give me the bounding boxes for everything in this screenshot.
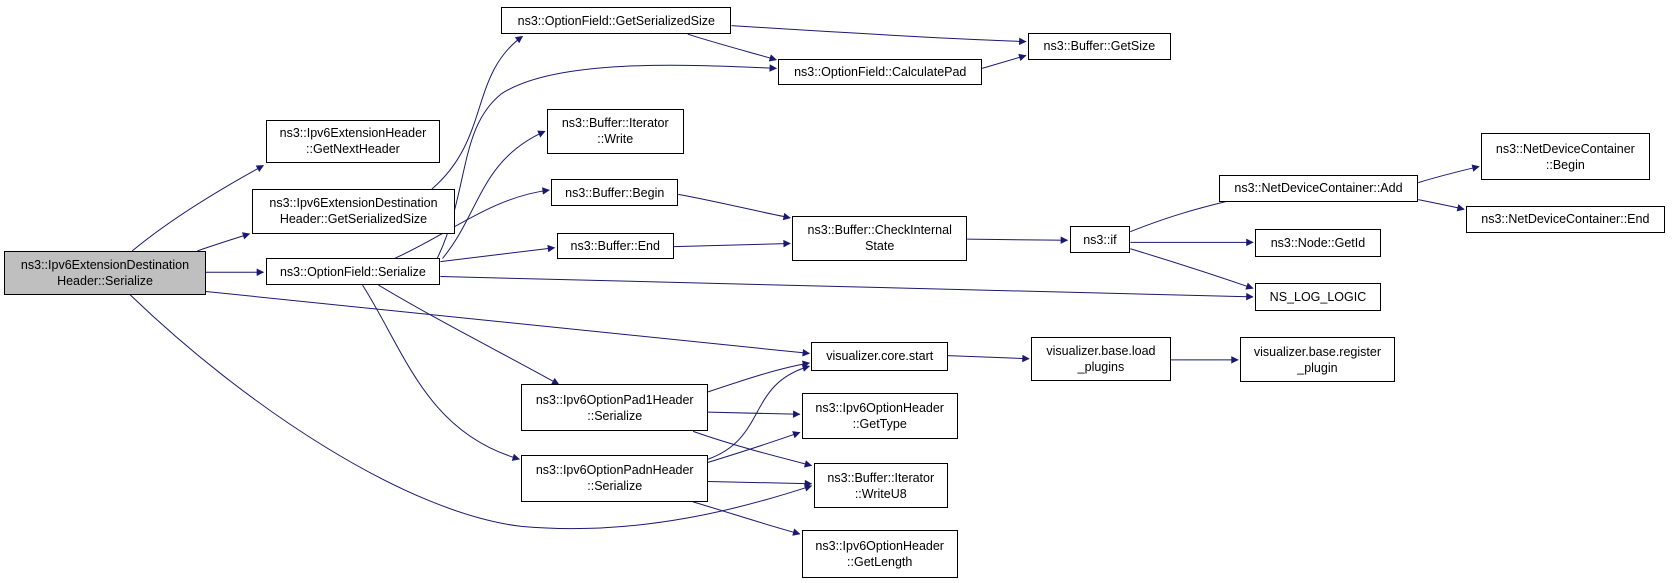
node-optGetLength[interactable]: ns3::Ipv6OptionHeader ::GetLength (801, 529, 958, 578)
node-label: ns3::Ipv6ExtensionHeader ::GetNextHeader (279, 126, 427, 157)
node-vizStart[interactable]: visualizer.core.start (811, 341, 948, 371)
edge-optSerialize-to-bufBegin (395, 187, 550, 258)
node-label: ns3::Buffer::Iterator ::WriteU8 (827, 470, 935, 501)
edge-root-to-destGetSerializedSize (197, 232, 251, 251)
edge-ndcAdd-to-ndcBegin (1418, 164, 1480, 183)
node-label: ns3::Buffer::CheckInternal State (807, 223, 952, 254)
node-optSerialize[interactable]: ns3::OptionField::Serialize (265, 258, 441, 286)
node-vizLoad[interactable]: visualizer.base.load _plugins (1031, 337, 1171, 382)
node-label: ns3::OptionField::Serialize (279, 264, 426, 279)
node-checkInternal[interactable]: ns3::Buffer::CheckInternal State (792, 215, 968, 261)
node-label: ns3::Ipv6ExtensionDestination Header::Se… (20, 257, 190, 288)
node-nsIf[interactable]: ns3::if (1069, 226, 1131, 254)
edge-destGetSerializedSize-to-optGetSerializedSize (432, 35, 524, 189)
edge-vizStart-to-vizLoad (948, 354, 1030, 363)
node-label: ns3::NetDeviceContainer::Add (1234, 181, 1403, 196)
node-label: ns3::OptionField::GetSerializedSize (517, 13, 715, 28)
node-label: ns3::Ipv6OptionHeader ::GetType (815, 400, 944, 431)
edge-padn-to-writeU8 (708, 479, 813, 488)
edge-optSerialize-to-pad1 (379, 285, 560, 384)
node-label: ns3::NetDeviceContainer ::Begin (1495, 141, 1635, 172)
edge-optGetSerializedSize-to-calcPad (688, 34, 778, 62)
node-destGetSerializedSize[interactable]: ns3::Ipv6ExtensionDestination Header::Ge… (251, 188, 456, 234)
edge-checkInternal-to-nsIf (967, 236, 1069, 244)
edge-optGetSerializedSize-to-bufGetSize (732, 26, 1027, 46)
node-label: ns3::Buffer::GetSize (1043, 39, 1156, 54)
node-iterWrite[interactable]: ns3::Buffer::Iterator ::Write (547, 108, 684, 154)
node-label: ns3::OptionField::CalculatePad (794, 65, 967, 80)
node-bufBegin[interactable]: ns3::Buffer::Begin (551, 179, 679, 207)
node-ndcEnd[interactable]: ns3::NetDeviceContainer::End (1466, 206, 1665, 233)
node-label: ns3::Ipv6OptionPad1Header ::Serialize (535, 392, 694, 423)
node-optGetType[interactable]: ns3::Ipv6OptionHeader ::GetType (801, 392, 958, 439)
node-bufGetSize[interactable]: ns3::Buffer::GetSize (1027, 33, 1171, 60)
node-getNextHeader[interactable]: ns3::Ipv6ExtensionHeader ::GetNextHeader (265, 119, 441, 164)
edge-root-to-getNextHeader (132, 166, 265, 251)
node-label: ns3::Buffer::Begin (565, 185, 665, 200)
node-optGetSerializedSize[interactable]: ns3::OptionField::GetSerializedSize (501, 7, 732, 35)
node-label: visualizer.base.load _plugins (1046, 344, 1156, 375)
edge-optSerialize-to-padn (363, 285, 521, 461)
edge-bufEnd-to-checkInternal (674, 239, 791, 248)
node-ndcBegin[interactable]: ns3::NetDeviceContainer ::Begin (1481, 133, 1650, 181)
node-label: ns3::Buffer::Iterator ::Write (561, 116, 669, 147)
node-label: ns3::Node::GetId (1270, 235, 1366, 250)
node-pad1[interactable]: ns3::Ipv6OptionPad1Header ::Serialize (521, 384, 709, 432)
node-label: ns3::Ipv6ExtensionDestination Header::Ge… (269, 196, 438, 227)
edge-padn-to-optGetType (708, 431, 801, 462)
node-vizRegister[interactable]: visualizer.base.register _plugin (1240, 337, 1395, 383)
node-label: NS_LOG_LOGIC (1269, 289, 1367, 304)
edge-pad1-to-writeU8 (693, 431, 813, 468)
node-nsLogLogic[interactable]: NS_LOG_LOGIC (1255, 282, 1381, 311)
node-root[interactable]: ns3::Ipv6ExtensionDestination Header::Se… (4, 250, 206, 295)
node-label: visualizer.base.register _plugin (1253, 344, 1381, 375)
node-padn[interactable]: ns3::Ipv6OptionPadnHeader ::Serialize (521, 454, 709, 502)
node-calcPad[interactable]: ns3::OptionField::CalculatePad (778, 58, 983, 86)
edge-ndcAdd-to-ndcEnd (1418, 200, 1465, 212)
edge-optSerialize-to-nsLogLogic (440, 277, 1254, 301)
edge-padn-to-optGetLength (693, 502, 801, 536)
node-bufEnd[interactable]: ns3::Buffer::End (556, 232, 674, 260)
edge-pad1-to-vizStart (708, 360, 811, 392)
node-writeU8[interactable]: ns3::Buffer::Iterator ::WriteU8 (813, 463, 948, 509)
node-label: ns3::if (1083, 232, 1117, 247)
edge-calcPad-to-bufGetSize (982, 53, 1027, 69)
edge-optSerialize-to-bufEnd (440, 244, 556, 262)
edge-padn-to-vizStart (708, 364, 811, 459)
edge-root-to-vizStart (206, 292, 811, 357)
node-label: ns3::Ipv6OptionPadnHeader ::Serialize (535, 463, 694, 494)
edge-optSerialize-to-calcPad (437, 64, 778, 258)
node-label: ns3::Buffer::End (570, 239, 660, 254)
node-ndcAdd[interactable]: ns3::NetDeviceContainer::Add (1218, 175, 1419, 202)
edge-root-to-writeU8 (130, 295, 813, 529)
edge-nsIf-to-nsLogLogic (1130, 249, 1254, 290)
node-label: ns3::Ipv6OptionHeader ::GetLength (815, 538, 944, 569)
node-label: ns3::NetDeviceContainer::End (1481, 212, 1650, 227)
edge-bufBegin-to-checkInternal (678, 194, 791, 221)
node-nodeGetId[interactable]: ns3::Node::GetId (1255, 228, 1381, 258)
edge-optSerialize-to-iterWrite (443, 130, 546, 258)
edge-pad1-to-optGetType (708, 410, 801, 418)
node-label: visualizer.core.start (826, 349, 934, 364)
